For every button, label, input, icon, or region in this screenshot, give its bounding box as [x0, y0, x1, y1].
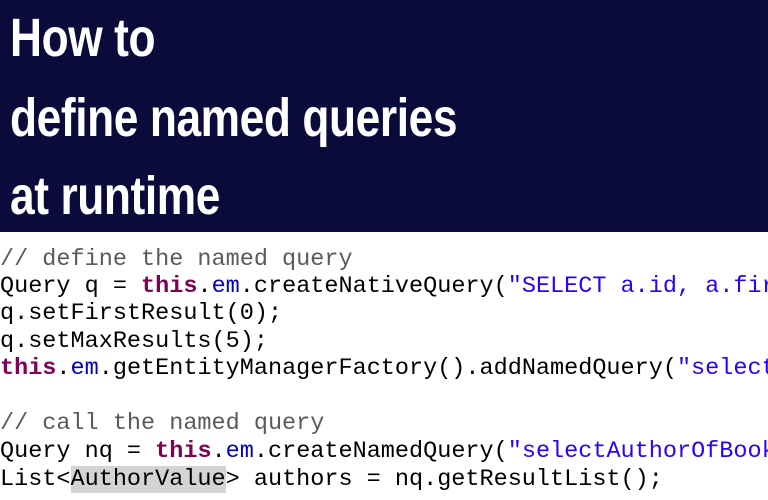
- code-line: q.setFirstResult(0);: [0, 300, 282, 328]
- code-line: Query nq = this.em.createNamedQuery("sel…: [0, 438, 768, 466]
- code-token-keyword: this: [141, 273, 198, 300]
- title-line: define named queries: [10, 88, 458, 148]
- code-token-string: "SELECT a.id, a.fir: [507, 273, 768, 300]
- code-token-plain: List<: [0, 466, 71, 493]
- code-token-plain: q.setFirstResult(0);: [0, 300, 283, 327]
- code-token-type-highlight: AuthorValue: [70, 466, 226, 493]
- code-line: List<AuthorValue> authors = nq.getResult…: [0, 466, 663, 494]
- code-token-field: em: [70, 355, 99, 382]
- code-token-plain: .: [56, 355, 71, 382]
- code-line: Query q = this.em.createNativeQuery("SEL…: [0, 273, 768, 301]
- code-token-plain: q.setMaxResults(5);: [0, 328, 268, 355]
- code-token-field: em: [225, 438, 254, 465]
- code-token-keyword: this: [155, 438, 212, 465]
- code-line: // call the named query: [0, 410, 324, 438]
- code-token-string: "select: [676, 355, 768, 382]
- title-line: at runtime: [10, 166, 220, 226]
- code-token-keyword: this: [0, 355, 57, 382]
- code-token-plain: Query nq =: [0, 438, 156, 465]
- code-line: // define the named query: [0, 246, 353, 274]
- code-token-field: em: [211, 273, 240, 300]
- code-token-plain: .: [197, 273, 212, 300]
- title-banner: How to define named queries at runtime: [0, 0, 768, 232]
- code-token-comment: // call the named query: [0, 410, 325, 437]
- code-token-plain: .createNamedQuery(: [253, 438, 508, 465]
- code-token-plain: .getEntityManagerFactory().addNamedQuery…: [98, 355, 677, 382]
- code-token-plain: > authors = nq.getResultList();: [225, 466, 663, 493]
- code-token-string: "selectAuthorOfBook: [507, 438, 768, 465]
- code-token-plain: .createNativeQuery(: [239, 273, 508, 300]
- code-token-plain: .: [211, 438, 226, 465]
- code-token-comment: // define the named query: [0, 246, 353, 273]
- code-line: this.em.getEntityManagerFactory().addNam…: [0, 355, 768, 383]
- code-token-plain: Query q =: [0, 273, 142, 300]
- title-line: How to: [10, 8, 156, 68]
- code-line: q.setMaxResults(5);: [0, 328, 268, 356]
